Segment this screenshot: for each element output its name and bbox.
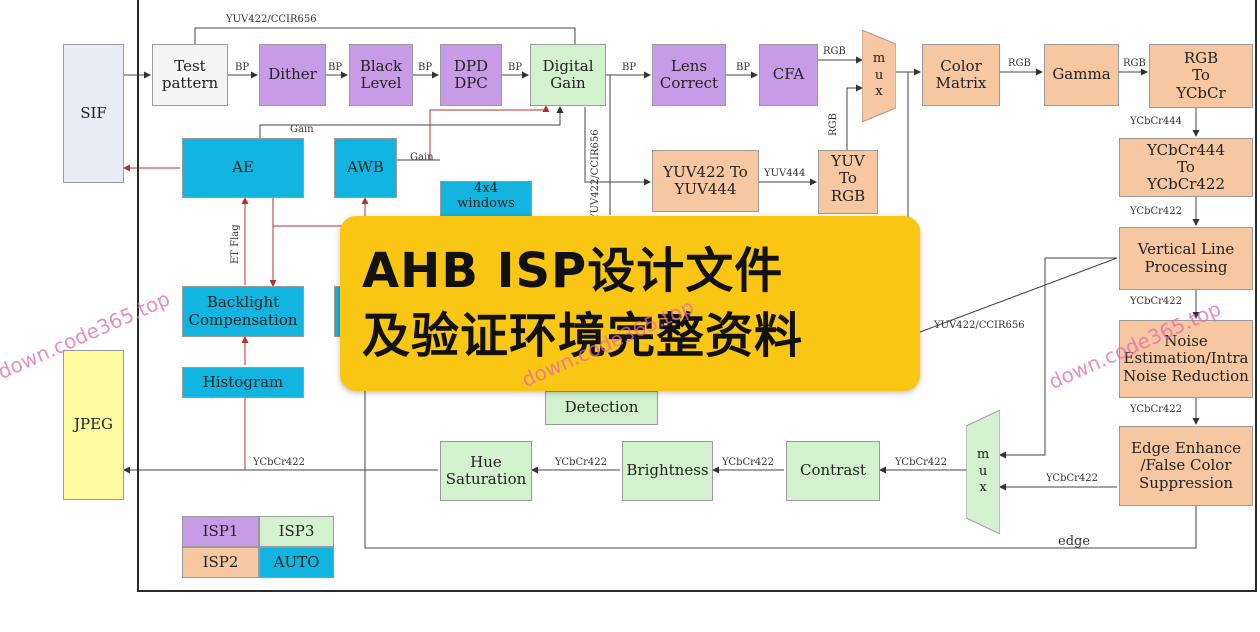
noise-reduction-block: Noise Estimation/Intra Noise Reduction [1119, 320, 1253, 398]
detection-block: Detection [545, 391, 658, 425]
label-et-flag: ET Flag [230, 224, 241, 264]
label-bp-3: BP [418, 62, 433, 73]
lens-correct-block: Lens Correct [652, 44, 726, 106]
label-rgb-2: RGB [1008, 58, 1031, 69]
hue-saturation-block: Hue Saturation [440, 441, 532, 501]
label-bp-4: BP [508, 62, 523, 73]
legend-isp2: ISP2 [182, 547, 259, 578]
yuv422-to-yuv444-block: YUV422 To YUV444 [652, 150, 759, 212]
mux-top-letter-u: u [874, 67, 884, 83]
backlight-compensation-block: Backlight Compensation [182, 286, 304, 337]
banner-line-1: AHB ISP设计文件 [362, 242, 784, 299]
mux-top: m u x [862, 30, 896, 122]
label-yuv422-ccir656-top: YUV422/CCIR656 [226, 14, 317, 25]
label-yuv422-ccir656-right: YUV422/CCIR656 [934, 320, 1025, 331]
label-ycbcr422-8: YCbCr422 [253, 457, 305, 468]
label-yuv422-ccir656-vertical: YUV422/CCIR656 [590, 129, 601, 220]
label-ycbcr422-2: YCbCr422 [1130, 296, 1182, 307]
label-rgb-vertical: RGB [828, 113, 839, 136]
ae-block: AE [182, 138, 304, 198]
brightness-block: Brightness [622, 441, 713, 501]
label-bp-2: BP [328, 62, 343, 73]
sif-block: SIF [63, 44, 124, 183]
mux-bottom-letter-m: m [976, 446, 990, 462]
label-bp-6: BP [736, 62, 751, 73]
label-edge: edge [1058, 534, 1091, 549]
label-bp-1: BP [235, 62, 250, 73]
test-pattern-block: Test pattern [152, 44, 228, 106]
label-yuv444: YUV444 [764, 168, 806, 179]
mux-bottom-letter-x: x [979, 480, 987, 496]
jpeg-block: JPEG [63, 350, 124, 500]
label-gain-2: Gain [410, 152, 434, 163]
dither-block: Dither [259, 44, 326, 106]
mux-top-shape [862, 30, 896, 122]
awb-block: AWB [334, 138, 397, 198]
gamma-block: Gamma [1044, 44, 1119, 106]
color-matrix-block: Color Matrix [922, 44, 1000, 106]
legend-isp3: ISP3 [259, 516, 334, 547]
dpd-dpc-block: DPD DPC [440, 44, 502, 106]
label-ycbcr422-7: YCbCr422 [555, 457, 607, 468]
mux-top-letter-x: x [875, 84, 883, 100]
legend-auto: AUTO [259, 547, 334, 578]
cfa-block: CFA [759, 44, 818, 106]
legend-isp1: ISP1 [182, 516, 259, 547]
windows-4x4-block: 4x4 windows [440, 181, 532, 217]
contrast-block: Contrast [786, 441, 880, 501]
vertical-line-processing-block: Vertical Line Processing [1119, 227, 1253, 290]
edge-enhance-block: Edge Enhance /False Color Suppression [1119, 426, 1253, 506]
mux-bottom-letter-u: u [978, 463, 988, 479]
rgb-to-ycbcr-block: RGB To YCbCr [1149, 44, 1253, 108]
mux-top-letter-m: m [872, 50, 886, 66]
banner-line-2: 及验证环境完整资料 [362, 307, 804, 364]
promo-banner: AHB ISP设计文件 及验证环境完整资料 [340, 216, 920, 391]
label-ycbcr422-1: YCbCr422 [1130, 206, 1182, 217]
diagram-frame [137, 0, 1257, 592]
mux-bottom-shape [966, 410, 1000, 534]
label-rgb-3: RGB [1123, 58, 1146, 69]
yuv-to-rgb-block: YUV To RGB [818, 150, 878, 214]
black-level-block: Black Level [349, 44, 413, 106]
label-gain-1: Gain [290, 124, 314, 135]
label-ycbcr422-6: YCbCr422 [722, 457, 774, 468]
histogram-block: Histogram [182, 367, 304, 398]
label-ycbcr422-5: YCbCr422 [895, 457, 947, 468]
ycbcr444-to-422-block: YCbCr444 To YCbCr422 [1119, 138, 1253, 197]
label-ycbcr422-3: YCbCr422 [1130, 404, 1182, 415]
label-ycbcr444: YCbCr444 [1130, 116, 1182, 127]
label-rgb-1: RGB [823, 46, 846, 57]
mux-bottom: m u x [966, 410, 1000, 534]
digital-gain-block: Digital Gain [530, 44, 606, 106]
label-ycbcr422-4: YCbCr422 [1046, 473, 1098, 484]
label-bp-5: BP [622, 62, 637, 73]
